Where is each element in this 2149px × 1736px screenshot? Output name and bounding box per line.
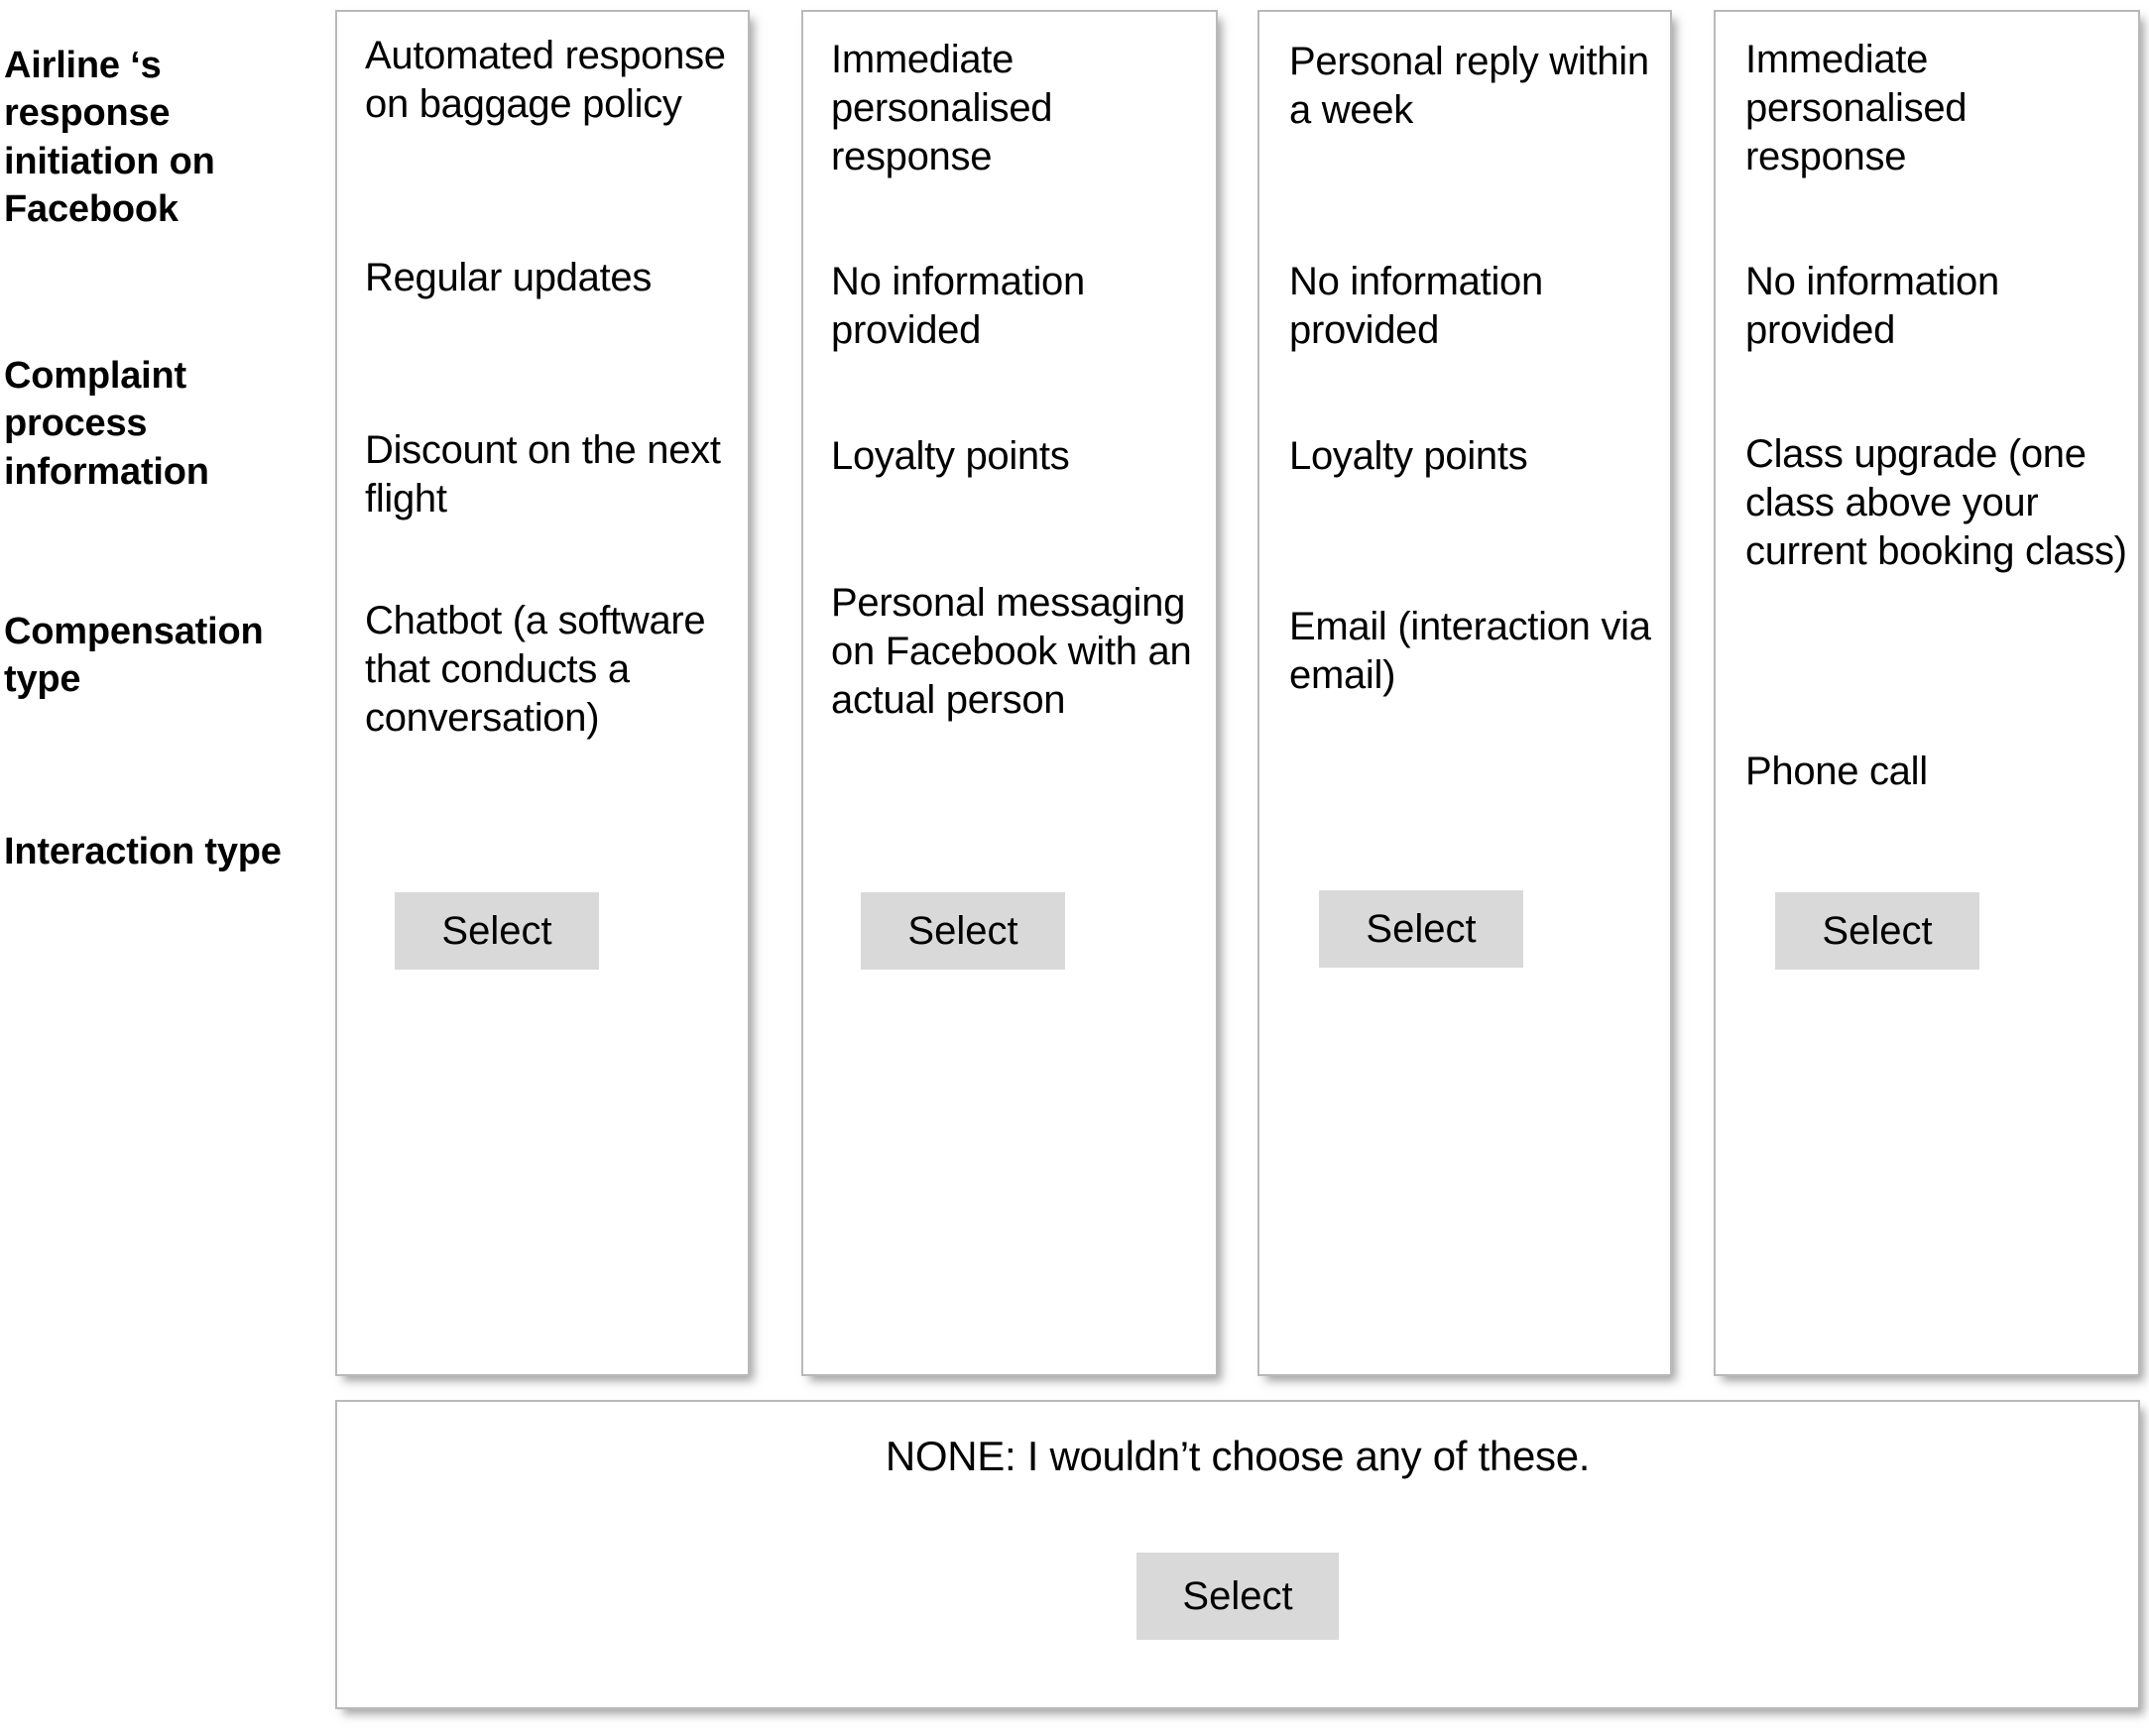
alternative-card-3[interactable]: Personal reply within a week No informat… bbox=[1257, 10, 1672, 1376]
cell-interaction-type: Phone call bbox=[1745, 750, 1928, 793]
cell-compensation-type: Loyalty points bbox=[1289, 434, 1528, 478]
cell-response-initiation: Immediate personalised response bbox=[1745, 38, 1968, 178]
select-button-none[interactable]: Select bbox=[1136, 1553, 1339, 1640]
none-option-card[interactable]: NONE: I wouldn’t choose any of these. Se… bbox=[335, 1400, 2140, 1709]
select-button-alternative-2[interactable]: Select bbox=[861, 892, 1065, 970]
alternatives-row: Automated response on baggage policy Reg… bbox=[335, 10, 2140, 1388]
select-button-alternative-1[interactable]: Select bbox=[395, 892, 599, 970]
attribute-label-column: Airline ‘s response initiation on Facebo… bbox=[0, 0, 317, 1388]
cell-compensation-type: Class upgrade (one class above your curr… bbox=[1745, 432, 2127, 573]
cell-response-initiation: Automated response on baggage policy bbox=[365, 34, 726, 126]
attribute-label-response-initiation: Airline ‘s response initiation on Facebo… bbox=[4, 45, 215, 230]
cell-compensation-type: Discount on the next flight bbox=[365, 428, 721, 521]
cell-complaint-process-information: No information provided bbox=[1745, 260, 1999, 352]
alternative-card-2[interactable]: Immediate personalised response No infor… bbox=[801, 10, 1218, 1376]
cell-response-initiation: Immediate personalised response bbox=[831, 38, 1053, 178]
attribute-label-compensation-type: Compensation type bbox=[4, 611, 264, 701]
cell-complaint-process-information: No information provided bbox=[1289, 260, 1543, 352]
cell-complaint-process-information: No information provided bbox=[831, 260, 1085, 352]
alternative-card-4[interactable]: Immediate personalised response No infor… bbox=[1714, 10, 2140, 1376]
select-button-alternative-4[interactable]: Select bbox=[1775, 892, 1979, 970]
select-button-alternative-3[interactable]: Select bbox=[1319, 890, 1523, 968]
cell-interaction-type: Chatbot (a software that conducts a conv… bbox=[365, 599, 706, 740]
cell-complaint-process-information: Regular updates bbox=[365, 256, 653, 299]
cell-interaction-type: Email (interaction via email) bbox=[1289, 605, 1651, 697]
cell-interaction-type: Personal messaging on Facebook with an a… bbox=[831, 581, 1192, 722]
cell-response-initiation: Personal reply within a week bbox=[1289, 40, 1649, 132]
cell-compensation-type: Loyalty points bbox=[831, 434, 1070, 478]
attribute-label-complaint-process-information: Complaint process information bbox=[4, 355, 209, 493]
attribute-label-interaction-type: Interaction type bbox=[4, 831, 282, 872]
alternative-card-1[interactable]: Automated response on baggage policy Reg… bbox=[335, 10, 750, 1376]
none-option-text: NONE: I wouldn’t choose any of these. bbox=[885, 1433, 1591, 1479]
